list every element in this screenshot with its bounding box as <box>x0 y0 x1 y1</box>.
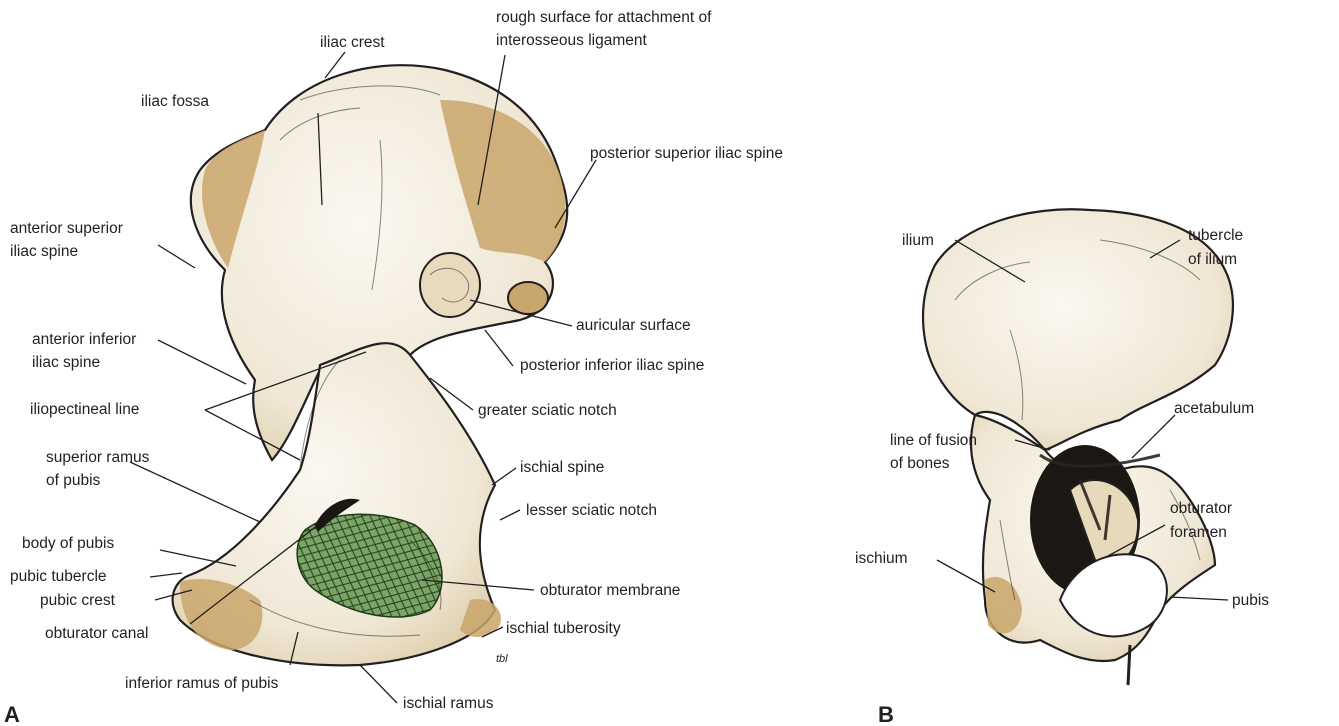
panel-letter-a: A <box>4 702 20 726</box>
label-lesser-sciatic-notch: lesser sciatic notch <box>526 502 657 519</box>
label-iliac-fossa: iliac fossa <box>141 93 209 110</box>
label-tubercle-1: tubercle <box>1188 227 1243 244</box>
label-aiis-1: anterior inferior <box>32 331 136 348</box>
label-ischial-tuberosity: ischial tuberosity <box>506 620 621 637</box>
label-superior-ramus-2: of pubis <box>46 472 101 489</box>
label-ischial-ramus: ischial ramus <box>403 695 494 712</box>
label-obturator-foramen-2: foramen <box>1170 524 1227 541</box>
label-fusion-1: line of fusion <box>890 432 977 449</box>
label-asis-2: iliac spine <box>10 243 78 260</box>
label-fusion-2: of bones <box>890 455 950 472</box>
label-iliac-crest: iliac crest <box>320 34 385 51</box>
label-rough-surface-2: interosseous ligament <box>496 32 647 49</box>
label-aiis-2: iliac spine <box>32 354 100 371</box>
label-body-of-pubis: body of pubis <box>22 535 114 552</box>
panel-letter-b: B <box>878 702 894 726</box>
label-superior-ramus-1: superior ramus <box>46 449 150 466</box>
label-ischium: ischium <box>855 550 908 567</box>
label-auricular-surface: auricular surface <box>576 317 691 334</box>
fusion-line-pubis <box>1128 645 1130 685</box>
label-obturator-foramen-1: obturator <box>1170 500 1232 517</box>
label-tubercle-2: of ilium <box>1188 251 1237 268</box>
label-rough-surface-1: rough surface for attachment of <box>496 9 712 26</box>
label-pubic-tubercle: pubic tubercle <box>10 568 107 585</box>
label-obturator-membrane: obturator membrane <box>540 582 680 599</box>
label-pubis: pubis <box>1232 592 1269 609</box>
label-obturator-canal: obturator canal <box>45 625 148 642</box>
label-iliopectineal-line: iliopectineal line <box>30 401 139 418</box>
label-asis-1: anterior superior <box>10 220 123 237</box>
label-greater-sciatic-notch: greater sciatic notch <box>478 402 617 419</box>
panel-a-illustration <box>173 65 568 665</box>
label-inferior-ramus: inferior ramus of pubis <box>125 675 279 692</box>
label-piis: posterior inferior iliac spine <box>520 357 704 374</box>
label-ilium: ilium <box>902 232 934 249</box>
label-psis: posterior superior iliac spine <box>590 145 783 162</box>
label-acetabulum: acetabulum <box>1174 400 1254 417</box>
psis-knob <box>508 282 548 314</box>
label-pubic-crest: pubic crest <box>40 592 116 609</box>
label-ischial-spine: ischial spine <box>520 459 604 476</box>
auricular-surface-shape <box>420 253 480 317</box>
artist-mark: tbl <box>496 653 508 665</box>
